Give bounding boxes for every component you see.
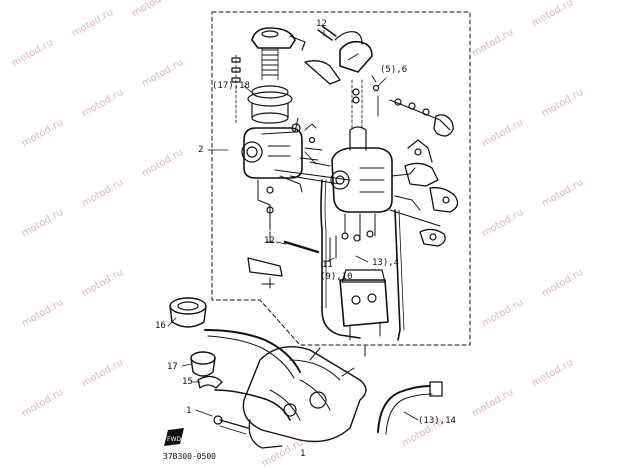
callout-1-lower: 1 [186,406,192,416]
intake-boot-16 [169,297,207,328]
vent-hose [214,389,291,421]
engine-block [213,346,367,449]
callout-11: 11 [322,260,333,270]
callout-1-bottom: 1 [300,449,306,459]
mounting-plate [247,257,283,277]
svg-text:FWD: FWD [167,436,181,443]
callout-15: 15 [182,377,193,387]
callout-16: 16 [155,321,166,331]
callout-12-mid: 12 [264,236,275,246]
throttle-link-rod [274,169,351,185]
fuel-pipe [324,179,327,309]
fuel-pipe [394,209,401,341]
callout-12-top: 12 [316,19,327,29]
float-bowl [329,230,389,357]
callout-13-14: (13),14 [418,416,456,426]
assembly-boundary [211,11,471,346]
callout-17-18: (17),18 [212,81,250,91]
pilot-screw-rod [283,240,320,254]
choke-linkage [389,98,459,247]
right-carburetor-top [304,25,380,131]
right-carburetor-body [330,126,421,241]
callout-13-4: 13),4 [372,258,400,268]
diagram-part-code: 37B300-0500 [163,452,216,461]
vent-hose [204,329,301,373]
clamp-15 [197,375,223,389]
callout-5-6: (5),6 [380,65,408,75]
front-direction-badge: FWD [164,428,184,446]
callout-2: 2 [198,145,204,155]
fuel-pipe [320,179,361,339]
callout-17: 17 [167,362,178,372]
left-carburetor-top [231,27,306,126]
breather-hose [377,385,431,433]
intake-boot-17 [190,351,216,377]
callout-9-10: (9),10 [320,272,353,282]
left-carburetor-body [241,117,323,243]
